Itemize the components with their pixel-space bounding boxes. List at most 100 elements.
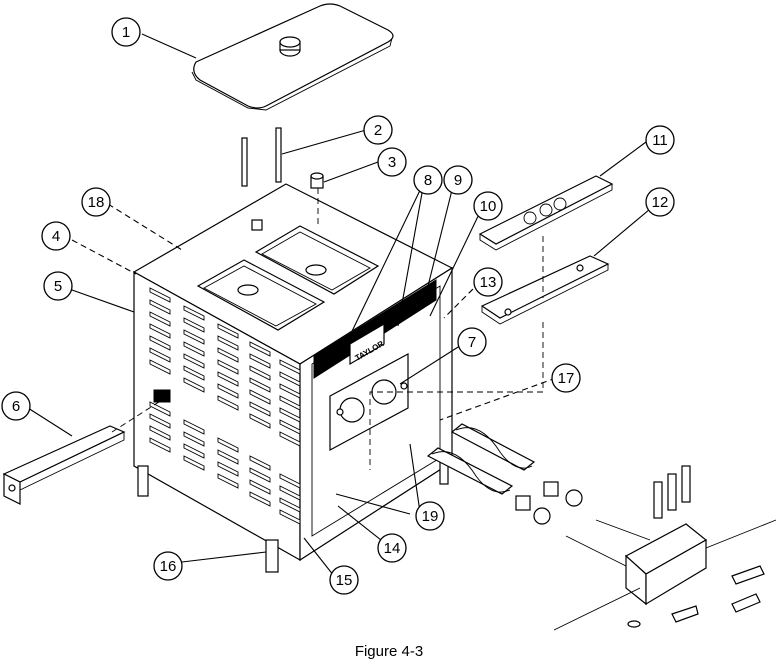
- draw-valve-assembly: [515, 465, 777, 631]
- louver-slot: [149, 359, 171, 375]
- callout-11: 11: [645, 125, 675, 155]
- beaters: [426, 423, 536, 495]
- callout-9: 9: [443, 165, 473, 195]
- louver-slot: [149, 425, 171, 441]
- louver-slot: [183, 317, 205, 333]
- callout-number: 4: [52, 228, 60, 245]
- louver-slot: [183, 419, 205, 435]
- louver-slot: [149, 413, 171, 429]
- louver-slot: [249, 401, 271, 417]
- louver-slot: [249, 341, 271, 357]
- callout-number: 6: [12, 398, 20, 415]
- louver-slot: [279, 473, 301, 489]
- callout-number: 16: [160, 558, 177, 575]
- agitator-rods: [241, 127, 282, 187]
- callout-18: 18: [81, 187, 111, 217]
- callout-number: 1: [122, 24, 130, 41]
- callout-8: 8: [413, 165, 443, 195]
- louver-slot: [149, 287, 171, 303]
- louver-slot: [249, 479, 271, 495]
- louver-slot: [217, 383, 239, 399]
- callout-5: 5: [43, 271, 73, 301]
- callout-number: 19: [422, 508, 439, 525]
- louver-slot: [279, 485, 301, 501]
- louver-slot: [183, 305, 205, 321]
- louver-slot: [183, 443, 205, 459]
- louver-slot: [217, 371, 239, 387]
- louver-slot: [279, 359, 301, 375]
- louver-slot: [183, 431, 205, 447]
- louver-slot: [279, 395, 301, 411]
- louver-slot: [183, 329, 205, 345]
- louver-slot: [217, 359, 239, 375]
- callout-number: 11: [652, 132, 668, 149]
- callout-number: 8: [424, 172, 432, 189]
- louver-slot: [279, 497, 301, 513]
- callout-number: 14: [384, 540, 401, 557]
- callout-number: 18: [88, 194, 105, 211]
- louver-slot: [279, 431, 301, 447]
- callout-number: 12: [652, 194, 669, 211]
- callout-1: 1: [111, 17, 141, 47]
- figure-caption: Figure 4-3: [354, 643, 424, 660]
- callout-19: 19: [415, 501, 445, 531]
- louver-slot: [149, 401, 171, 417]
- small-cap: [310, 172, 324, 189]
- louver-slot: [217, 395, 239, 411]
- callout-number: 15: [336, 572, 353, 589]
- louver-slot: [149, 335, 171, 351]
- louver-slot: [279, 407, 301, 423]
- callout-17: 17: [551, 363, 581, 393]
- louver-slot: [249, 389, 271, 405]
- callout-number: 3: [388, 154, 396, 171]
- callout-10: 10: [473, 191, 503, 221]
- callout-14: 14: [377, 533, 407, 563]
- louver-slot: [249, 377, 271, 393]
- louver-slot: [217, 323, 239, 339]
- callout-6: 6: [1, 391, 31, 421]
- drip-pan: [480, 255, 610, 325]
- callout-number: 2: [374, 122, 382, 139]
- louver-slot: [183, 341, 205, 357]
- callout-number: 10: [480, 198, 497, 215]
- louver-slot: [249, 365, 271, 381]
- louver-slot: [183, 365, 205, 381]
- lid: [191, 3, 394, 111]
- louver-slot: [249, 455, 271, 471]
- drip-tray: [2, 425, 126, 505]
- louver-slot: [249, 491, 271, 507]
- louver-slot: [149, 437, 171, 453]
- callout-4: 4: [41, 221, 71, 251]
- louver-slot: [149, 323, 171, 339]
- louver-slot: [217, 473, 239, 489]
- louvers: [149, 287, 301, 525]
- top-cover-plate: [478, 175, 614, 251]
- callout-number: 5: [54, 278, 62, 295]
- callout-16: 16: [153, 551, 183, 581]
- leader-lines: [27, 33, 657, 577]
- callout-number: 9: [454, 172, 462, 189]
- louver-slot: [249, 413, 271, 429]
- louver-slot: [279, 419, 301, 435]
- callout-number: 17: [558, 370, 575, 387]
- callout-2: 2: [363, 115, 393, 145]
- louver-slot: [217, 335, 239, 351]
- callout-7: 7: [457, 327, 487, 357]
- louver-slot: [183, 353, 205, 369]
- louver-slot: [183, 455, 205, 471]
- louver-slot: [279, 383, 301, 399]
- louver-slot: [249, 467, 271, 483]
- callout-number: 13: [480, 274, 497, 291]
- callout-12: 12: [645, 187, 675, 217]
- louver-slot: [149, 347, 171, 363]
- callout-3: 3: [377, 147, 407, 177]
- louver-slot: [149, 311, 171, 327]
- louver-slot: [279, 371, 301, 387]
- louver-slot: [217, 461, 239, 477]
- louver-slot: [149, 299, 171, 315]
- louver-slot: [217, 449, 239, 465]
- louver-slot: [279, 509, 301, 525]
- callout-number: 7: [468, 334, 476, 351]
- hidden-lines: [111, 188, 544, 470]
